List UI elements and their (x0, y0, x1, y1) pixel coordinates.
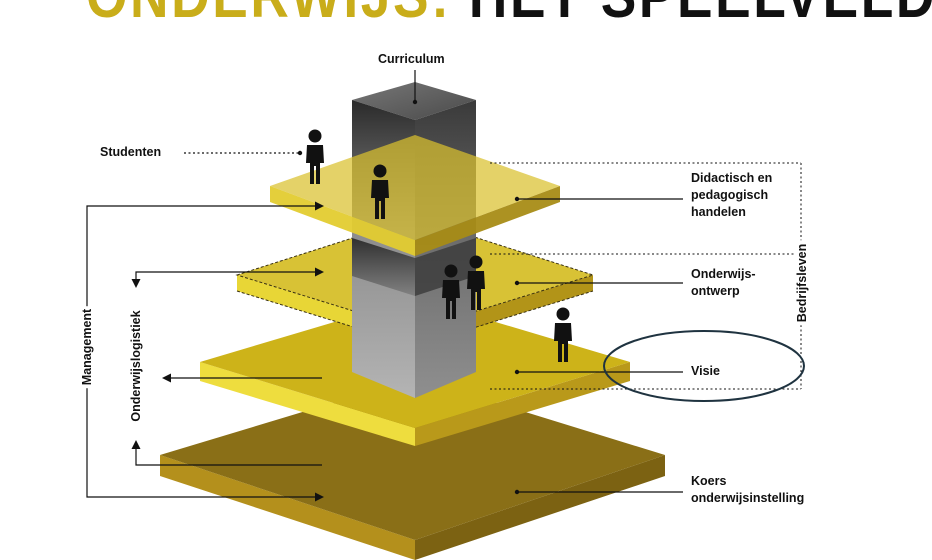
right-leader-lines (414, 70, 683, 493)
arrow-right-icon (315, 267, 324, 277)
arrow-right-icon (315, 492, 324, 502)
page-headline: ONDERWIJS: HET SPEELVELD (86, 0, 932, 28)
label-visie: Visie (691, 364, 720, 378)
label-koers-line-2: onderwijsinstelling (691, 491, 805, 505)
label-onderwijsontwerp-line-1: Onderwijs- (691, 267, 756, 281)
label-didactisch-line-2: pedagogisch (691, 188, 769, 202)
management-arrowheads (315, 201, 324, 502)
dot-studenten (297, 150, 303, 156)
label-studenten: Studenten (100, 145, 162, 159)
dot-curriculum (412, 99, 418, 105)
dot-koers (514, 489, 520, 495)
label-didactisch-line-3: handelen (691, 205, 746, 219)
label-koers: Koers onderwijsinstelling (691, 473, 804, 507)
label-onderwijsontwerp-line-2: ontwerp (691, 284, 740, 298)
label-onderwijslogistiek: Onderwijslogistiek (129, 307, 143, 425)
label-curriculum: Curriculum (378, 52, 445, 66)
label-management: Management (80, 305, 94, 389)
label-onderwijsontwerp: Onderwijs- ontwerp (691, 266, 756, 300)
layer-didactisch (270, 135, 560, 256)
layer-koers (160, 378, 665, 560)
arrow-down-icon (131, 279, 141, 288)
label-koers-line-1: Koers (691, 474, 727, 488)
headline-word-onderwijs: ONDERWIJS: (86, 0, 452, 31)
onderwijslogistiek-arrowheads (131, 267, 324, 449)
label-bedrijfsleven: Bedrijfsleven (795, 240, 809, 326)
arrow-right-icon (315, 201, 324, 211)
visie-highlight-ellipse (603, 330, 805, 402)
arrow-up-icon (131, 440, 141, 449)
label-didactisch: Didactisch en pedagogisch handelen (691, 170, 772, 221)
label-didactisch-line-1: Didactisch en (691, 171, 773, 185)
dot-visie (514, 369, 520, 375)
headline-word-speelveld: HET SPEELVELD (469, 0, 932, 31)
arrow-left-icon (162, 373, 171, 383)
leader-dots (297, 99, 520, 495)
dot-didactisch (514, 196, 520, 202)
dot-ontwerp (514, 280, 520, 286)
